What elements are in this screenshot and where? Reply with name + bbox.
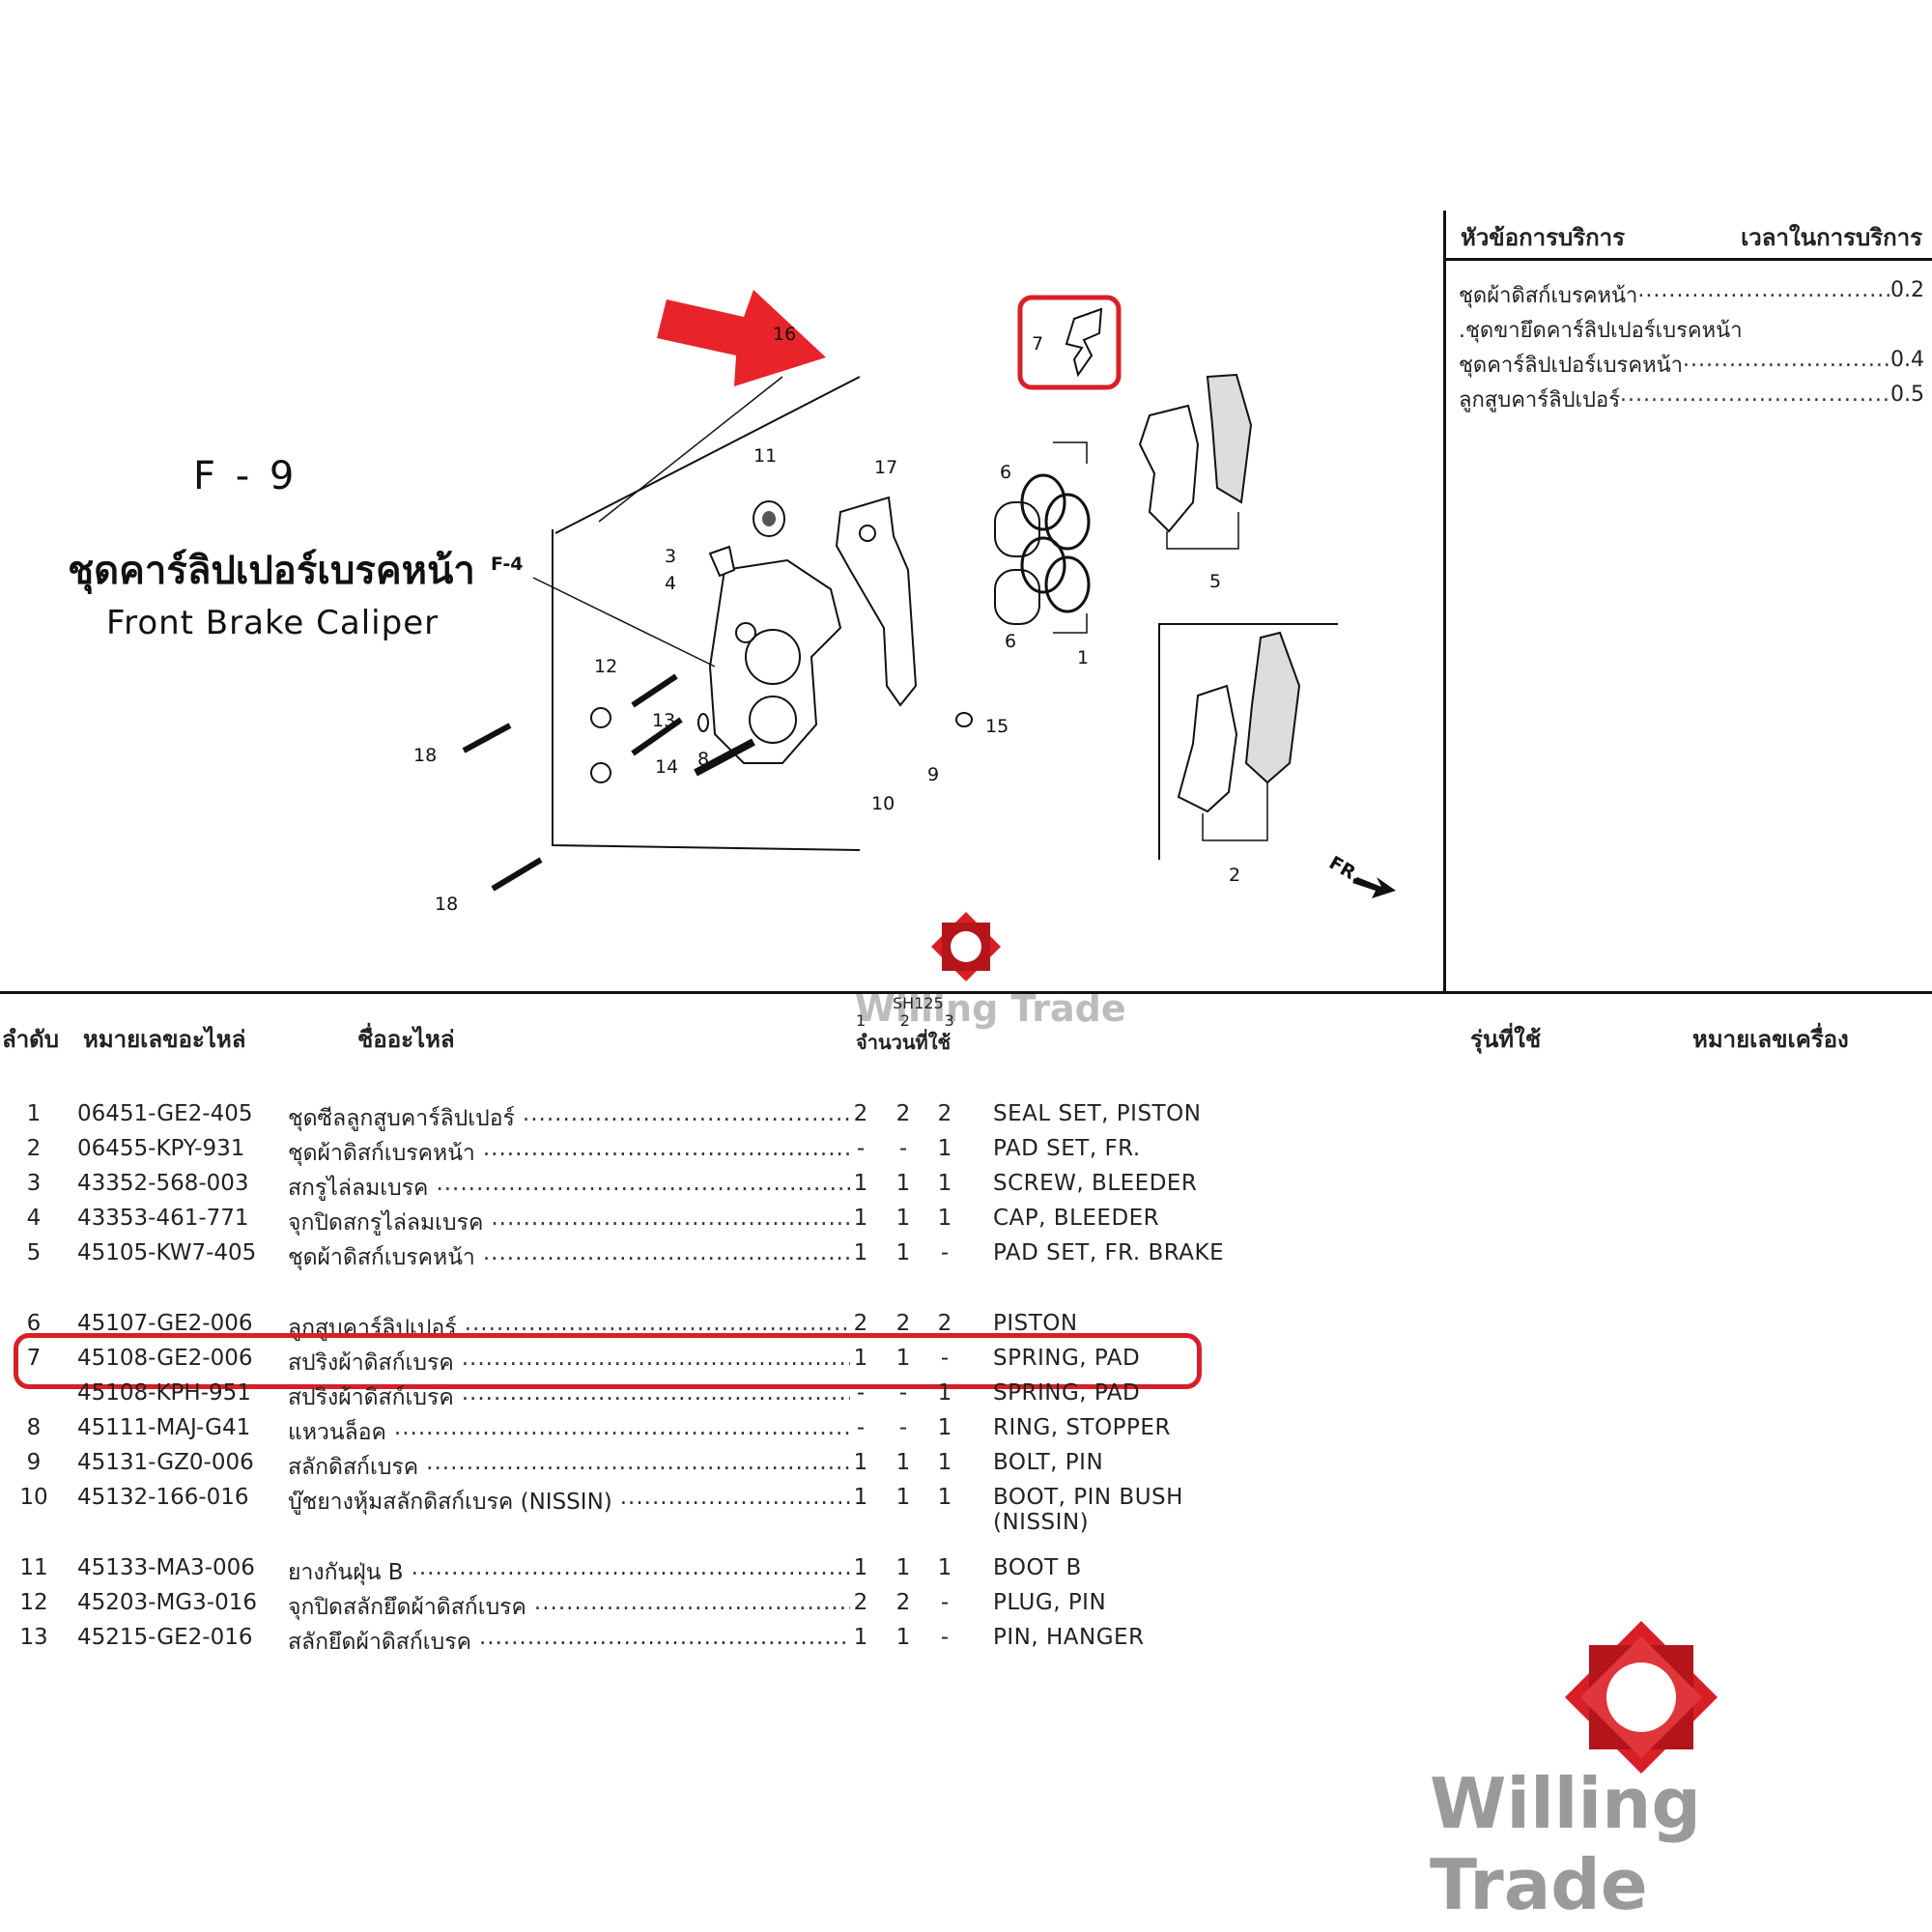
callout-17: 17 — [874, 457, 897, 478]
pin-13-shape — [631, 673, 678, 708]
bolt-18b-shape — [491, 857, 543, 892]
front-direction-arrow — [1352, 877, 1396, 898]
ring-8-shape — [697, 713, 709, 732]
bolt-9-shape — [694, 738, 755, 777]
callout-11: 11 — [753, 445, 777, 467]
bracket-shape — [835, 496, 918, 707]
callout-12a: 12 — [594, 656, 617, 677]
callout-8: 8 — [697, 749, 709, 770]
table-row: 45108-KPH-951 สปริงผ้าดิสก์เบรค --1 SPRI… — [0, 1380, 1256, 1413]
piston-lower-shape — [994, 569, 1040, 625]
watermark-logo-text: Willing Trade — [855, 987, 1126, 1030]
figure-code: F - 9 — [193, 454, 298, 498]
service-row: .ชุดขายึดคาร์ลิปเปอร์เบรคหน้า — [1459, 319, 1743, 343]
col-header-model: รุ่นที่ใช้ — [1470, 1026, 1542, 1053]
bolt-18a-shape — [462, 723, 512, 753]
callout-5: 5 — [1209, 571, 1221, 592]
piston-upper-shape — [994, 501, 1040, 557]
bleeder-shape — [708, 545, 736, 578]
col-header-name: ชื่ออะไหล่ — [357, 1026, 455, 1053]
service-header-time: เวลาในการบริการ — [1741, 224, 1922, 251]
callout-16: 16 — [773, 324, 796, 345]
qty-model: SH125 — [893, 994, 944, 1012]
callout-2: 2 — [1229, 865, 1240, 886]
callout-7: 7 — [1032, 333, 1043, 355]
callout-f4: F-4 — [491, 554, 524, 575]
assembly-outline-left — [552, 529, 861, 851]
service-header-item: หัวข้อการบริการ — [1461, 224, 1626, 251]
inset-frame — [1158, 623, 1338, 860]
pad-set-2-shape — [1177, 684, 1238, 813]
pad-set-5-shape — [1138, 404, 1200, 533]
callout-9: 9 — [927, 764, 939, 785]
col-header-part-no: หมายเลขอะไหล่ — [83, 1026, 246, 1053]
assembly-outline — [554, 376, 861, 534]
service-header-rule — [1446, 258, 1932, 261]
callout-1: 1 — [1077, 647, 1089, 668]
callout-13: 13 — [652, 710, 675, 731]
callout-6a: 6 — [1000, 462, 1011, 483]
table-top-rule — [0, 991, 1932, 994]
callout-15: 15 — [985, 716, 1009, 737]
col-header-no: ลำดับ — [2, 1026, 60, 1053]
qty-cols: 1 2 3 — [856, 1011, 954, 1030]
col-header-engine-no: หมายเลขเครื่อง — [1692, 1026, 1849, 1053]
pointer-arrow — [657, 290, 826, 386]
service-panel-divider — [1443, 211, 1446, 993]
callout-14: 14 — [655, 756, 678, 778]
service-row: ชุดผ้าดิสก์เบรคหน้า0.2 — [1459, 278, 1924, 312]
callout-3: 3 — [665, 546, 676, 567]
callout-6b: 6 — [1005, 631, 1016, 652]
brand-logo-icon — [1565, 1621, 1718, 1774]
pin-14-shape — [631, 717, 683, 756]
watermark-logo-icon — [931, 912, 1001, 981]
spring-pad-shape — [1065, 307, 1103, 378]
part-7-highlight-box — [1017, 295, 1122, 390]
plug-12a-shape — [590, 707, 611, 728]
callout-18b: 18 — [435, 894, 458, 915]
callout-10: 10 — [871, 793, 895, 814]
service-row: ลูกสูบคาร์ลิปเปอร์0.5 — [1459, 383, 1924, 416]
col-header-qty: SH125 1 2 3 จำนวนที่ใช้ — [856, 994, 972, 1054]
exploded-parts-diagram: 16 7 11 17 6 3 4 F-4 5 12 13 8 18 14 15 … — [413, 290, 1396, 915]
caliper-body-shape — [708, 558, 842, 764]
figure-title-english: Front Brake Caliper — [106, 604, 440, 642]
callout-18a: 18 — [413, 745, 437, 766]
plug-12b-shape — [590, 762, 611, 783]
callout-4: 4 — [665, 573, 676, 594]
ring-15-shape — [955, 712, 973, 727]
figure-title-thai: ชุดคาร์ลิปเปอร์เบรคหน้า — [68, 549, 475, 593]
qty-label: จำนวนที่ใช้ — [856, 1031, 952, 1054]
brand-logo-text: Willing Trade — [1430, 1763, 1701, 1925]
service-row: ชุดคาร์ลิปเปอร์เบรคหน้า0.4 — [1459, 348, 1924, 382]
